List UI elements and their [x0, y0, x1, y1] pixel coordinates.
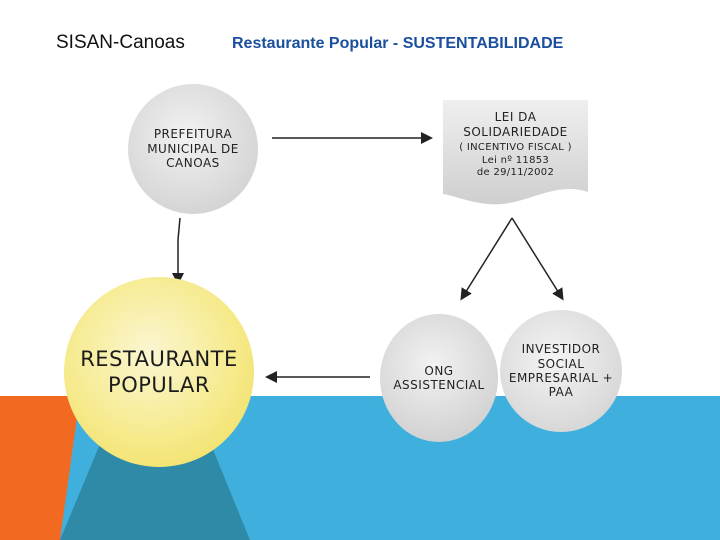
node-lei-title-line: SOLIDARIEDADE — [463, 125, 568, 139]
node-ong-assistencial: ONG ASSISTENCIAL — [380, 314, 498, 442]
node-ong-line: ASSISTENCIAL — [393, 378, 485, 392]
node-investidor-line: EMPRESARIAL + — [508, 371, 614, 385]
node-investidor-line: SOCIAL — [537, 356, 585, 371]
header-title-right: Restaurante Popular - SUSTENTABILIDADE — [232, 35, 564, 52]
node-restaurante-popular: RESTAURANTE POPULAR — [64, 277, 254, 467]
arrow-lei-to-ong — [460, 217, 513, 301]
header-title-left: SISAN-Canoas — [56, 32, 185, 53]
node-prefeitura-line: PREFEITURA — [153, 127, 233, 142]
node-investidor-social: INVESTIDOR SOCIAL EMPRESARIAL + PAA — [500, 310, 622, 432]
arrow-lei-to-investidor — [511, 217, 564, 301]
node-investidor-line: INVESTIDOR — [521, 342, 601, 357]
arrow-prefeitura-to-restaurante — [172, 217, 184, 285]
node-lei-sub-line: ( INCENTIVO FISCAL ) — [459, 142, 572, 153]
node-prefeitura-line: CANOAS — [166, 156, 220, 171]
background-orange-shape — [0, 396, 80, 540]
document-shape — [443, 100, 588, 205]
node-lei-title-line: LEI DA — [494, 110, 537, 124]
node-lei-sub-line: de 29/11/2002 — [476, 167, 555, 178]
node-prefeitura: PREFEITURA MUNICIPAL DE CANOAS — [128, 84, 258, 214]
node-ong-line: ONG — [424, 363, 454, 378]
node-restaurante-line: POPULAR — [108, 373, 210, 397]
node-prefeitura-line: MUNICIPAL DE — [147, 141, 239, 156]
node-lei-sub-line: Lei nº 11853 — [481, 154, 550, 166]
node-lei: LEI DA SOLIDARIEDADE ( INCENTIVO FISCAL … — [443, 110, 588, 180]
node-restaurante-line: RESTAURANTE — [80, 346, 238, 371]
node-investidor-line: PAA — [548, 385, 574, 400]
